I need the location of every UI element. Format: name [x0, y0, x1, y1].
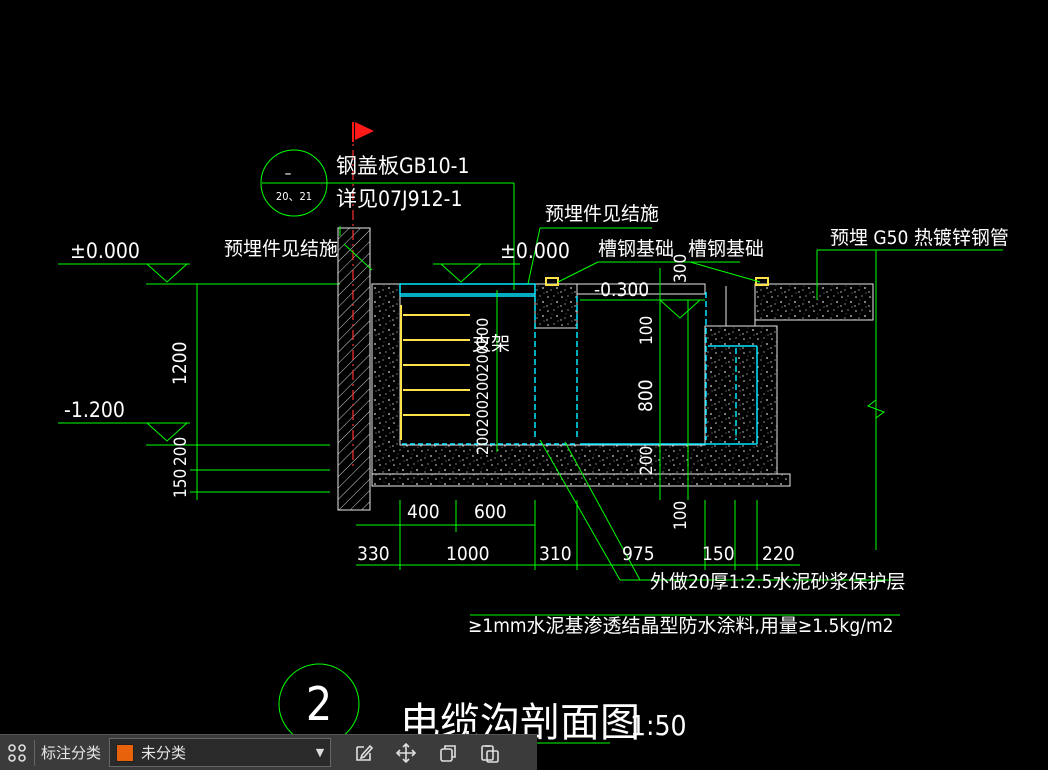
cover-note-1: 钢盖板GB10-1	[336, 154, 469, 178]
dim-800: 800	[635, 379, 657, 412]
protect-note: 外做20厚1:2.5水泥砂浆保护层	[650, 571, 906, 593]
waterproof-note: ≥1mm水泥基渗透结晶型防水涂料,用量≥1.5kg/m2	[468, 615, 893, 637]
paste-icon	[481, 744, 499, 763]
grid-apps-icon[interactable]	[0, 735, 34, 770]
bracket-arms	[400, 277, 769, 440]
paste-button[interactable]	[469, 735, 511, 770]
channel-note-1: 槽钢基础	[598, 238, 674, 260]
callout-sheet: 20、21	[276, 190, 312, 203]
dim-1200: 1200	[169, 342, 191, 386]
bracket-note: 支架	[472, 333, 510, 355]
dim-200-right: 200	[637, 446, 657, 475]
copy-button[interactable]	[427, 735, 469, 770]
elev-inner-label: -0.300	[594, 279, 649, 301]
dim-150-bottom: 150	[702, 543, 735, 565]
embed-note-left: 预埋件见结施	[224, 238, 338, 260]
left-wall-hatch	[337, 227, 371, 511]
copy-icon	[440, 744, 456, 762]
bottom-toolbar: 标注分类 未分类 ▼	[0, 734, 537, 770]
dim-150-left: 150	[171, 469, 191, 498]
pipe-note: 预埋 G50 热镀锌钢管	[830, 227, 1009, 249]
move-icon	[395, 742, 417, 763]
elevation-lines	[58, 263, 705, 500]
dim-310: 310	[539, 543, 572, 565]
cover-note-2: 详见07J912-1	[336, 187, 463, 211]
elev-top-mid-label: ±0.000	[500, 239, 570, 263]
flag-icon	[355, 122, 374, 140]
dim-100-bottom: 100	[671, 501, 691, 530]
callout-index: –	[285, 164, 292, 182]
category-color-swatch	[116, 743, 135, 762]
drawing-labels: ±0.000 -1.200 ±0.000 -0.300 – 20、21 钢盖板G…	[64, 154, 1009, 746]
elev-top-left-label: ±0.000	[70, 239, 140, 263]
cover-plates	[399, 283, 758, 445]
dropdown-arrow-icon: ▼	[315, 746, 325, 759]
embed-note-mid: 预埋件见结施	[545, 203, 659, 225]
title-number: 2	[306, 677, 332, 731]
annotation-category-label: 标注分类	[41, 744, 102, 762]
elev-minus-label: -1.200	[64, 398, 125, 422]
category-select[interactable]: 未分类 ▼	[109, 738, 332, 767]
dim-330: 330	[357, 543, 390, 565]
dim-200-left: 200	[171, 437, 191, 466]
dim-975: 975	[622, 543, 655, 565]
trench-concrete	[371, 283, 874, 487]
edit-icon	[356, 744, 374, 761]
drawing-scale: 1:50	[630, 709, 687, 742]
dim-300: 300	[671, 254, 691, 283]
dim-400: 400	[407, 501, 440, 523]
channel-note-2: 槽钢基础	[688, 238, 764, 260]
dim-220: 220	[762, 543, 795, 565]
edit-button[interactable]	[343, 735, 385, 770]
dim-1000: 1000	[446, 543, 490, 565]
dim-stack: 200200200200200	[473, 318, 492, 455]
dim-100-right: 100	[637, 316, 657, 345]
category-select-value: 未分类	[141, 744, 187, 762]
dim-600: 600	[474, 501, 507, 523]
move-button[interactable]	[385, 735, 427, 770]
toolbar-divider	[34, 739, 35, 766]
